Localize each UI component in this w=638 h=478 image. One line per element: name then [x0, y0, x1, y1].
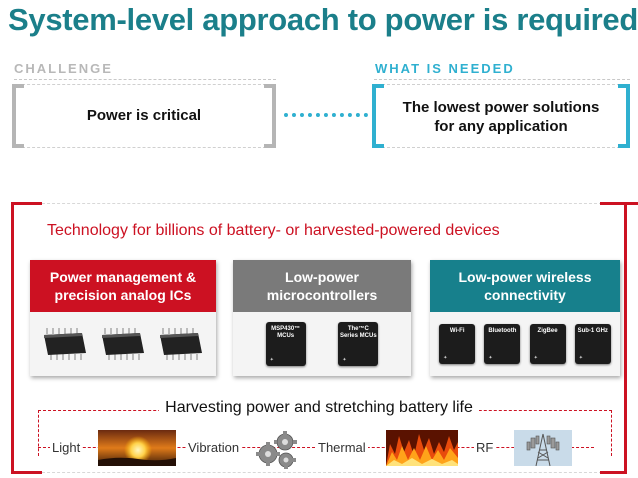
card-header: Power management & precision analog ICs: [30, 260, 216, 312]
source-label-vibration: Vibration: [186, 440, 242, 455]
wireless-chip: Sub-1 GHz ✦: [574, 324, 611, 364]
ti-logo-icon: ✦: [533, 355, 538, 361]
source-label-light: Light: [50, 440, 83, 455]
what-is-needed-label: WHAT IS NEEDED: [375, 61, 515, 76]
needed-divider: [374, 79, 630, 80]
wireless-chip: Bluetooth ✦: [484, 324, 521, 364]
ic-package-icon: [44, 328, 86, 360]
sunset-image: [98, 430, 176, 466]
gears-icon: [254, 428, 300, 470]
card-title-line1: Low-power: [285, 269, 359, 285]
challenge-divider: [14, 79, 276, 80]
needed-text-line2: for any application: [434, 118, 568, 135]
challenge-box: Power is critical: [12, 84, 276, 148]
card-title-line1: Low-power wireless: [458, 269, 592, 285]
left-bracket: [372, 84, 384, 148]
ti-logo-icon: ✦: [578, 355, 583, 361]
needed-box: The lowest power solutions for any appli…: [372, 84, 630, 148]
source-label-rf: RF: [474, 440, 496, 455]
ti-logo-icon: ✦: [342, 357, 347, 363]
ti-logo-icon: ✦: [488, 355, 493, 361]
right-bracket: [264, 84, 276, 148]
mcu-chip: MSP430™ MCUs ✦: [265, 322, 306, 366]
card-title-line2: connectivity: [484, 287, 566, 303]
mcu-chip: The™C Series MCUs ✦: [338, 322, 379, 366]
power-management-card: Power management & precision analog ICs: [30, 260, 216, 376]
frame-right-edge: [624, 202, 627, 474]
challenge-label: CHALLENGE: [14, 61, 113, 76]
ic-package-icon: [160, 328, 202, 360]
ti-logo-icon: ✦: [269, 357, 274, 363]
harvest-title: Harvesting power and stretching battery …: [0, 399, 638, 417]
wireless-chip: Wi-Fi ✦: [439, 324, 476, 364]
left-bracket: [12, 84, 24, 148]
frame-top-right: [600, 202, 627, 205]
wireless-connectivity-card: Low-power wireless connectivity Wi-Fi ✦ …: [430, 260, 620, 376]
ti-logo-icon: ✦: [443, 355, 448, 361]
chip-row: Wi-Fi ✦ Bluetooth ✦ ZigBee ✦ Sub-1 GHz ✦: [430, 318, 620, 370]
right-bracket: [618, 84, 630, 148]
technology-heading: Technology for billions of battery- or h…: [47, 222, 500, 239]
card-title-line2: microcontrollers: [266, 287, 378, 303]
card-title-line2: precision analog ICs: [54, 287, 192, 303]
page-title: System-level approach to power is requir…: [8, 2, 638, 37]
challenge-text: Power is critical: [86, 107, 202, 124]
card-title-line1: Power management &: [49, 269, 197, 285]
ic-package-icon: [102, 328, 144, 360]
needed-text: The lowest power solutions for any appli…: [372, 98, 630, 136]
source-label-thermal: Thermal: [316, 440, 368, 455]
frame-bottom-right: [600, 471, 627, 474]
cell-tower-image: [514, 430, 572, 466]
needed-text-line1: The lowest power solutions: [402, 99, 600, 116]
microcontrollers-card: Low-power microcontrollers MSP430™ MCUs …: [233, 260, 411, 376]
card-header: Low-power microcontrollers: [233, 260, 411, 312]
chip-row: MSP430™ MCUs ✦ The™C Series MCUs ✦: [233, 318, 411, 370]
wireless-chip: ZigBee ✦: [529, 324, 566, 364]
card-header: Low-power wireless connectivity: [430, 260, 620, 312]
dotted-connector: [284, 113, 368, 117]
chip-row: [30, 318, 216, 370]
fire-image: [386, 430, 458, 466]
